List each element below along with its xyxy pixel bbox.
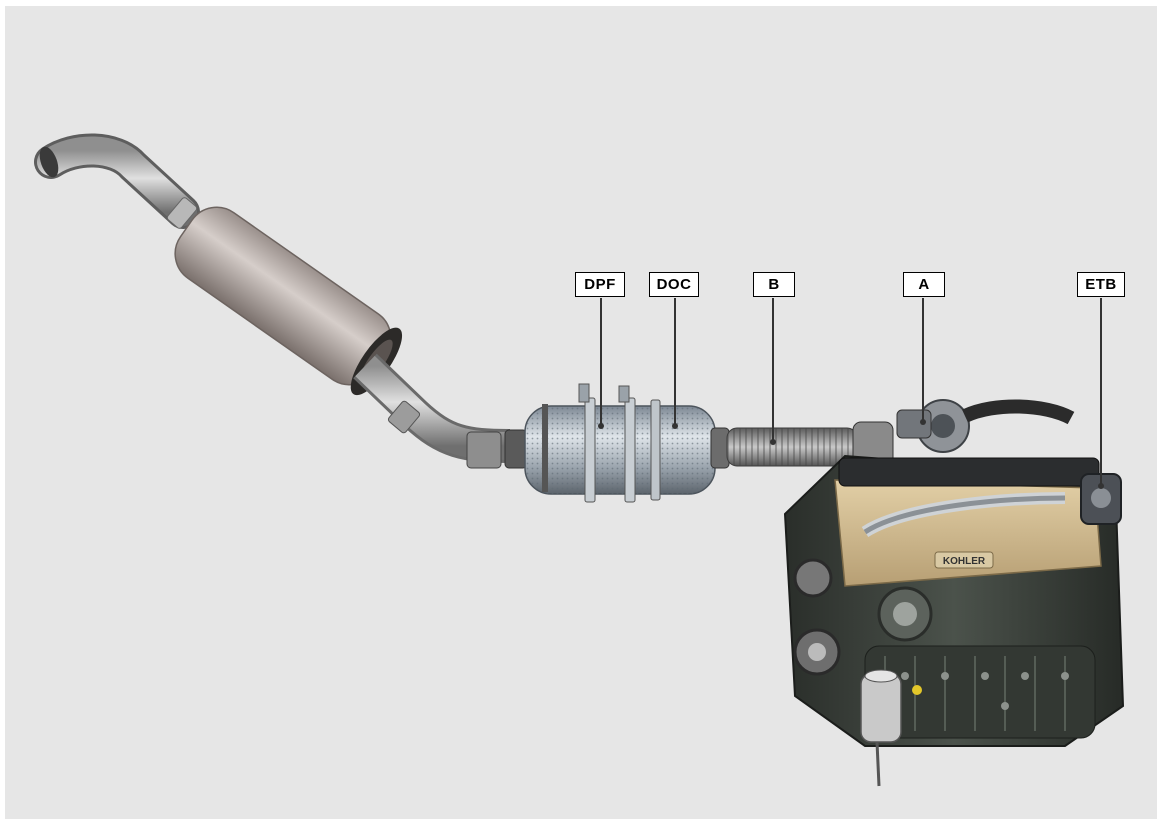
- label-doc: DOC: [649, 272, 699, 297]
- label-etb: ETB: [1077, 272, 1125, 297]
- diagram-canvas: KOHLER DPF DOC B A ETB: [5, 6, 1157, 819]
- label-a: A: [903, 272, 945, 297]
- label-b: B: [753, 272, 795, 297]
- label-dpf: DPF: [575, 272, 625, 297]
- exhaust-system-illustration: KOHLER: [34, 133, 1125, 787]
- engine-brand-text: KOHLER: [943, 556, 986, 567]
